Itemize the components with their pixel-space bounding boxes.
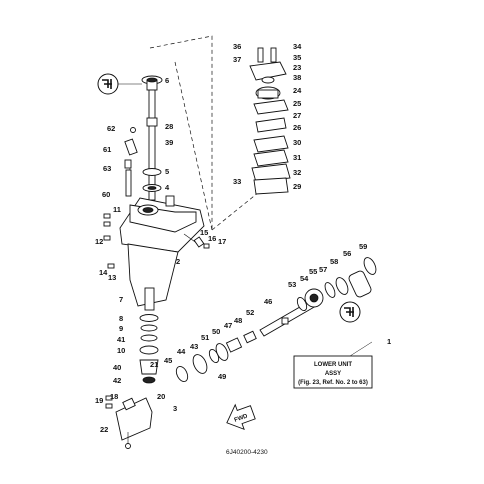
callout: 46 <box>264 297 272 306</box>
callout: 24 <box>293 86 302 95</box>
callout: 20 <box>157 392 165 401</box>
callout: 31 <box>293 153 301 162</box>
grease-icon-right <box>339 301 361 323</box>
callout: 1 <box>387 337 391 346</box>
callout: 32 <box>293 168 301 177</box>
callout: 42 <box>113 376 121 385</box>
callout: 55 <box>309 267 317 276</box>
callout: 22 <box>100 425 108 434</box>
gear-case-lower <box>105 395 153 449</box>
fwd-arrow-icon: FWD <box>226 403 256 431</box>
grease-icon <box>97 73 119 95</box>
callout: 47 <box>224 321 232 330</box>
callout: 19 <box>95 396 103 405</box>
label-box-line1: LOWER UNIT <box>314 362 352 368</box>
callout-numbers: 1 2 3 4 5 6 7 8 9 10 11 12 13 14 15 16 1… <box>95 42 391 434</box>
callout: 36 <box>233 42 241 51</box>
callout: 27 <box>293 111 301 120</box>
drive-shaft <box>146 89 158 201</box>
callout: 29 <box>293 182 301 191</box>
callout: 63 <box>103 164 111 173</box>
callout: 34 <box>293 42 302 51</box>
callout: 62 <box>107 124 115 133</box>
callout: 51 <box>201 333 209 342</box>
callout: 10 <box>117 346 125 355</box>
callout: 26 <box>293 123 301 132</box>
callout: 7 <box>119 295 123 304</box>
callout: 12 <box>95 237 103 246</box>
fwd-label: FWD <box>234 413 250 424</box>
callout: 38 <box>293 73 301 82</box>
callout: 2 <box>176 257 180 266</box>
callout: 11 <box>113 205 121 214</box>
callout: 4 <box>165 183 170 192</box>
callout: 57 <box>319 265 327 274</box>
callout: 39 <box>165 138 173 147</box>
callout: 61 <box>103 145 111 154</box>
lower-casing <box>119 195 205 307</box>
callout: 3 <box>173 404 177 413</box>
callout: 18 <box>110 392 118 401</box>
callout: 23 <box>293 63 301 72</box>
callout: 16 <box>208 234 216 243</box>
washer-parts <box>142 168 162 192</box>
callout: 56 <box>343 249 351 258</box>
callout: 6 <box>165 76 169 85</box>
label-box-line2: ASSY <box>325 371 341 377</box>
assembly-label-box: LOWER UNIT ASSY (Fig. 23, Ref. No. 2 to … <box>293 341 373 389</box>
callout: 54 <box>300 274 309 283</box>
callout: 43 <box>190 342 198 351</box>
water-pump-stack <box>249 47 291 195</box>
callout: 35 <box>293 53 301 62</box>
callout: 37 <box>233 55 241 64</box>
bolts-right <box>183 233 210 249</box>
callout: 25 <box>293 99 301 108</box>
callout: 30 <box>293 138 301 147</box>
pinion-stack <box>139 287 159 384</box>
callout: 44 <box>177 347 186 356</box>
callout: 52 <box>246 308 254 317</box>
drawing-code: 6J40200-4230 <box>226 449 268 456</box>
callout: 5 <box>165 167 169 176</box>
callout: 41 <box>117 335 125 344</box>
callout: 9 <box>119 324 123 333</box>
callout: 45 <box>164 356 172 365</box>
callout: 13 <box>108 273 116 282</box>
callout: 14 <box>99 268 108 277</box>
callout: 17 <box>218 237 226 246</box>
callout: 48 <box>234 316 242 325</box>
callout: 60 <box>102 190 110 199</box>
drive-shaft-top-bearing <box>141 75 163 91</box>
callout: 53 <box>288 280 296 289</box>
label-box-line3: (Fig. 23, Ref. No. 2 to 63) <box>298 380 368 386</box>
callout: 28 <box>165 122 173 131</box>
callout: 15 <box>200 228 208 237</box>
callout: 59 <box>359 242 367 251</box>
pin-parts <box>124 127 138 197</box>
callout: 8 <box>119 314 123 323</box>
callout: 49 <box>218 372 226 381</box>
callout: 33 <box>233 177 241 186</box>
callout: 50 <box>212 327 220 336</box>
callout: 21 <box>150 360 158 369</box>
callout: 58 <box>330 257 338 266</box>
callout: 40 <box>113 363 121 372</box>
bolts-left <box>103 213 115 269</box>
propeller-shaft-assembly <box>175 257 377 383</box>
